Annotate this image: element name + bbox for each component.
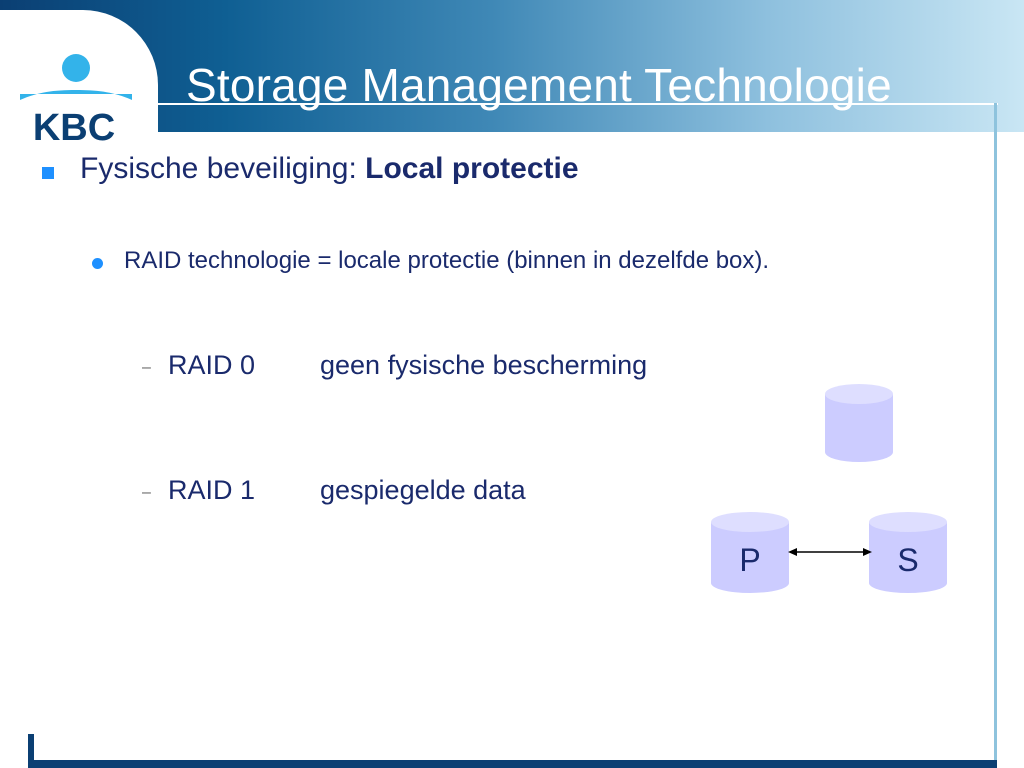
bullet-1-bold: Local protectie xyxy=(365,152,579,185)
secondary-disk-icon: S xyxy=(869,512,947,593)
mirror-arrow-icon xyxy=(788,548,872,556)
bullet-1: Fysische beveiliging: Local protectie xyxy=(80,152,579,186)
raid-0-desc: geen fysische bescherming xyxy=(320,350,648,380)
dash-bullet-1: – xyxy=(142,359,151,376)
dash-bullet-2: – xyxy=(142,484,151,501)
raid-1-label: RAID 1 xyxy=(168,475,256,505)
logo-text: KBC xyxy=(33,107,115,146)
title-bar xyxy=(0,0,1024,132)
frame-line-bottom xyxy=(28,760,997,768)
raid-0-disk-icon xyxy=(825,384,893,462)
frame-line-right xyxy=(994,103,997,768)
secondary-disk-label: S xyxy=(897,542,918,578)
bullet-1-prefix: Fysische beveiliging: xyxy=(80,152,366,185)
kbc-logo: KBC xyxy=(20,54,132,146)
raid-1-desc: gespiegelde data xyxy=(320,475,526,505)
primary-disk-label: P xyxy=(739,542,760,578)
page-title: Storage Management Technologie xyxy=(186,59,892,111)
bullet-2: RAID technologie = locale protectie (bin… xyxy=(124,247,770,274)
primary-disk-icon: P xyxy=(711,512,789,593)
frame-line-left xyxy=(28,734,34,768)
logo-card: KBC xyxy=(0,10,158,146)
raid-0-label: RAID 0 xyxy=(168,350,256,380)
square-bullet-icon xyxy=(42,167,54,179)
frame-line-top xyxy=(158,103,998,105)
dot-bullet-icon xyxy=(92,258,103,269)
